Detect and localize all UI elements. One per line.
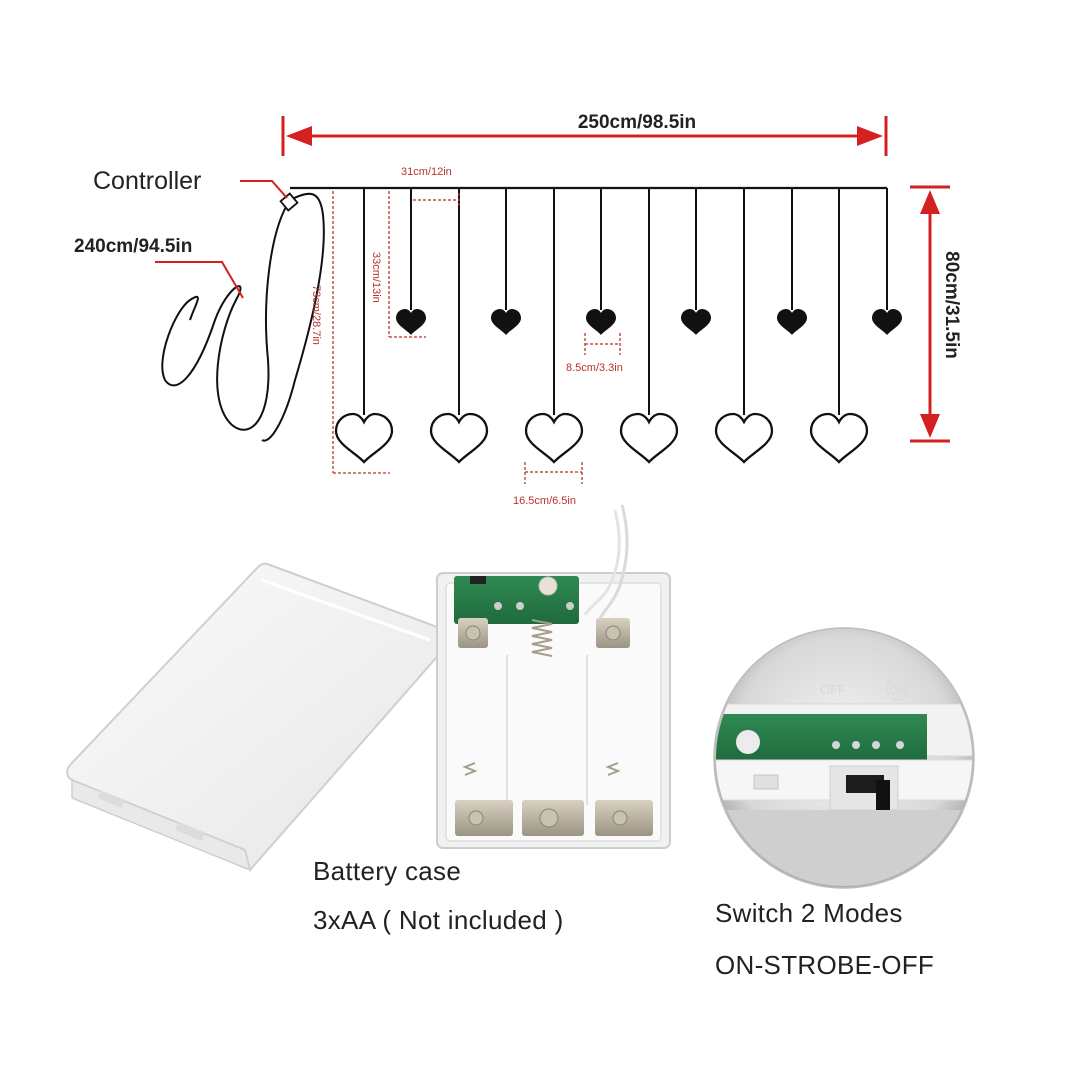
switch-modes: ON-STROBE-OFF xyxy=(715,950,935,980)
large-heart xyxy=(809,412,869,464)
switch-title: Switch 2 Modes xyxy=(715,898,903,928)
small-heart xyxy=(681,309,711,335)
small-heart xyxy=(872,309,902,335)
width-label: 250cm/98.5in xyxy=(578,112,696,133)
small-heart xyxy=(491,309,521,335)
large-heart xyxy=(334,412,394,464)
battery-note: 3xAA ( Not included ) xyxy=(313,905,564,935)
battery-case-image xyxy=(436,504,671,849)
long-drop-label: 73cm/28.7in xyxy=(310,285,322,345)
height-dimension: 80cm/31.5in xyxy=(910,185,962,443)
large-heart xyxy=(619,412,679,464)
controller-label: Controller xyxy=(93,167,201,195)
controller-pointer xyxy=(240,180,288,199)
height-label: 80cm/31.5in xyxy=(941,251,962,359)
lead-wire xyxy=(161,199,291,431)
large-heart xyxy=(524,412,584,464)
small-heart-label: 8.5cm/3.3in xyxy=(566,362,623,374)
small-hearts xyxy=(396,309,902,335)
switch-inset-image: OFF ON xyxy=(713,627,975,889)
controller-box xyxy=(279,192,299,212)
large-heart xyxy=(714,412,774,464)
lead-wire-loop xyxy=(261,192,325,442)
lead-pointer xyxy=(155,261,244,299)
switch-off-text: OFF xyxy=(820,682,846,697)
small-heart xyxy=(777,309,807,335)
large-heart xyxy=(429,412,489,464)
drop-wires xyxy=(363,188,888,415)
measurement-guides xyxy=(332,191,621,484)
battery-title: Battery case xyxy=(313,856,462,886)
short-drop-label: 33cm/13in xyxy=(370,252,382,303)
switch-on-text: ON xyxy=(889,683,907,697)
switch-on-marker xyxy=(886,677,910,701)
large-hearts xyxy=(334,412,869,464)
small-heart xyxy=(396,309,426,335)
big-heart-label: 16.5cm/6.5in xyxy=(513,495,576,507)
small-heart xyxy=(586,309,616,335)
lead-label: 240cm/94.5in xyxy=(74,236,192,257)
battery-lid-image xyxy=(66,562,448,873)
width-dimension: 250cm/98.5in xyxy=(281,112,888,156)
spacing-label: 31cm/12in xyxy=(401,166,452,178)
